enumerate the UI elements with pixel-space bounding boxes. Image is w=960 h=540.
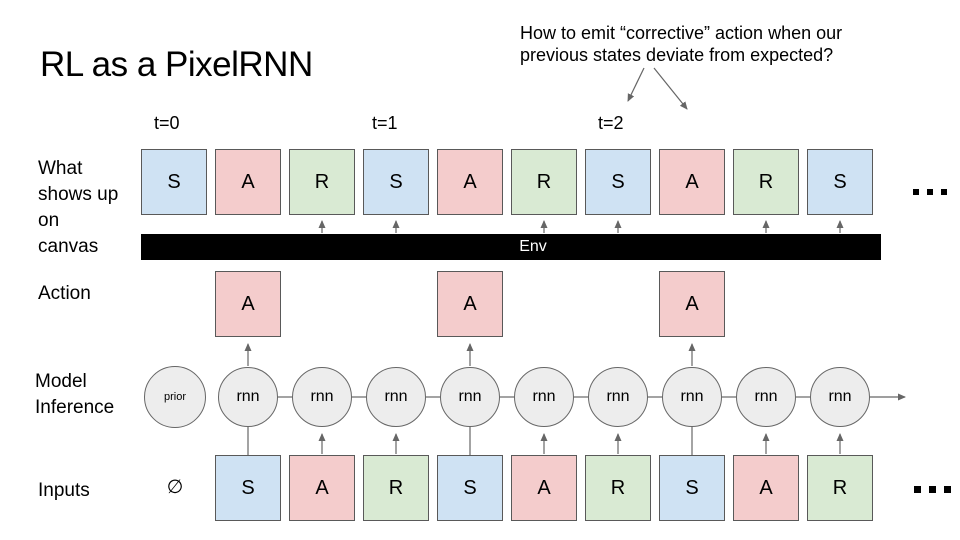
row-label-line: Inference xyxy=(35,397,115,418)
input-cell-a-4: A xyxy=(511,455,577,521)
time-label-2: t=2 xyxy=(598,113,624,133)
env-label: Env xyxy=(519,238,547,255)
slide-title: RL as a PixelRNN xyxy=(40,45,313,84)
input-cell-a-7: A xyxy=(733,455,799,521)
ellipsis-dot xyxy=(929,486,936,493)
action-cell-1: A xyxy=(437,271,503,337)
canvas-cell-r-8: R xyxy=(733,149,799,215)
row-label-line: on xyxy=(38,210,60,231)
annotation-line-2: previous states deviate from expected? xyxy=(520,45,834,65)
input-cell-a-1: A xyxy=(289,455,355,521)
rnn-node-2: rnn xyxy=(366,367,426,427)
ellipsis-dot xyxy=(927,189,933,195)
rnn-node-0: rnn xyxy=(218,367,278,427)
row-label-line: shows up xyxy=(38,184,119,205)
empty-set-symbol: ∅ xyxy=(166,477,184,498)
time-label-1: t=1 xyxy=(372,113,398,133)
action-cell-0: A xyxy=(215,271,281,337)
row-label-line: What xyxy=(38,158,83,179)
rnn-node-4: rnn xyxy=(514,367,574,427)
prior-node: prior xyxy=(144,366,206,428)
canvas-cell-s-0: S xyxy=(141,149,207,215)
canvas-cell-a-7: A xyxy=(659,149,725,215)
canvas-cell-s-3: S xyxy=(363,149,429,215)
input-cell-r-8: R xyxy=(807,455,873,521)
rnn-node-3: rnn xyxy=(440,367,500,427)
time-label-0: t=0 xyxy=(154,113,180,133)
canvas-cell-a-1: A xyxy=(215,149,281,215)
canvas-cell-a-4: A xyxy=(437,149,503,215)
row-label-line: canvas xyxy=(38,236,99,257)
rnn-node-1: rnn xyxy=(292,367,352,427)
rnn-node-8: rnn xyxy=(810,367,870,427)
env-bar: Env xyxy=(141,234,881,260)
canvas-cell-s-9: S xyxy=(807,149,873,215)
ellipsis-dot xyxy=(914,486,921,493)
input-cell-s-3: S xyxy=(437,455,503,521)
canvas-cell-s-6: S xyxy=(585,149,651,215)
canvas-cell-r-5: R xyxy=(511,149,577,215)
annotation-line-1: How to emit “corrective” action when our xyxy=(520,23,843,43)
row-label-line: Model xyxy=(35,371,87,392)
inputs-row-ellipsis xyxy=(914,486,951,493)
row-label-inputs: Inputs xyxy=(38,480,90,501)
input-cell-s-6: S xyxy=(659,455,725,521)
action-cell-2: A xyxy=(659,271,725,337)
rnn-node-7: rnn xyxy=(736,367,796,427)
input-cell-r-2: R xyxy=(363,455,429,521)
input-cell-s-0: S xyxy=(215,455,281,521)
row-label-action: Action xyxy=(38,283,91,304)
ellipsis-dot xyxy=(944,486,951,493)
canvas-row-ellipsis xyxy=(913,189,947,195)
annotation-question: How to emit “corrective” action when our… xyxy=(520,22,842,66)
input-cell-r-5: R xyxy=(585,455,651,521)
row-label-canvas: What shows up on canvas xyxy=(38,156,118,260)
ellipsis-dot xyxy=(913,189,919,195)
rnn-node-5: rnn xyxy=(588,367,648,427)
ellipsis-dot xyxy=(941,189,947,195)
canvas-cell-r-2: R xyxy=(289,149,355,215)
rnn-node-6: rnn xyxy=(662,367,722,427)
